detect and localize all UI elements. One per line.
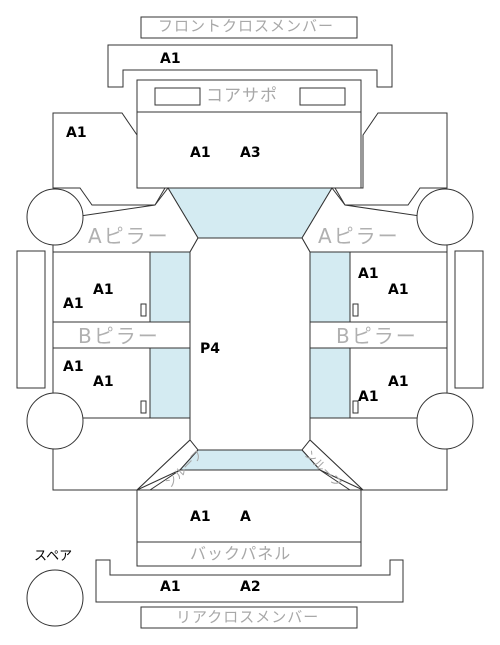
b-pillar-left-label: Bピラー <box>78 324 160 348</box>
back-panel-part <box>136 541 362 567</box>
grade-rear-door-left-1: A1 <box>63 359 84 375</box>
grade-front-door-right-1: A1 <box>358 266 379 282</box>
rear-cross-member-box <box>140 606 358 629</box>
grade-front-fender-left: A1 <box>66 125 87 141</box>
core-support-slot-right <box>299 87 346 106</box>
rear-cross-member-label: リアクロスメンバー <box>176 608 320 626</box>
grade-trunk-2: A <box>240 509 251 525</box>
front-fender-right <box>334 112 448 206</box>
grade-front-member: A1 <box>160 51 181 67</box>
quarter-panel-left <box>135 439 199 491</box>
grade-front-door-left-2: A1 <box>63 296 84 312</box>
grade-rear-member-2: A2 <box>240 579 261 595</box>
b-pillar-right-label: Bピラー <box>336 324 418 348</box>
side-sill-right <box>454 250 484 389</box>
core-support-part <box>136 79 362 113</box>
rear-cross-member-part <box>95 559 404 603</box>
tire-front-left <box>26 188 84 246</box>
front-cross-member-part <box>107 44 393 88</box>
back-panel-label: バックパネル <box>190 544 292 563</box>
rear-window-right <box>309 347 351 419</box>
hood-part <box>136 111 362 189</box>
core-support-label: コアサポ <box>206 86 278 106</box>
grade-front-door-right-2: A1 <box>388 282 409 298</box>
front-window-right <box>309 251 351 323</box>
grade-rear-door-right-2: A1 <box>358 389 379 405</box>
grade-hood-2: A3 <box>240 145 261 161</box>
a-pillar-right-label: Aピラー <box>318 224 400 248</box>
grade-rear-door-right-1: A1 <box>388 374 409 390</box>
side-sill-left <box>16 250 46 389</box>
quarter-panel-right <box>301 439 365 491</box>
handle-front-right <box>352 303 359 317</box>
front-cross-member-box <box>140 16 358 39</box>
grade-roof: P4 <box>200 341 221 357</box>
rear-window-left <box>149 347 191 419</box>
spare-tire <box>26 569 84 627</box>
core-support-slot-left <box>154 87 201 106</box>
tire-rear-left <box>26 392 84 450</box>
grade-trunk-1: A1 <box>190 509 211 525</box>
handle-rear-right <box>352 400 359 414</box>
grade-hood-1: A1 <box>190 145 211 161</box>
handle-front-left <box>140 303 147 317</box>
a-pillar-left-label: Aピラー <box>88 224 170 248</box>
grade-front-door-left-1: A1 <box>93 282 114 298</box>
grade-rear-door-left-2: A1 <box>93 374 114 390</box>
spare-label: スペア <box>34 549 73 564</box>
grade-rear-member-1: A1 <box>160 579 181 595</box>
front-cross-member-label: フロントクロスメンバー <box>158 17 335 35</box>
front-window-left <box>149 251 191 323</box>
tire-rear-right <box>416 392 474 450</box>
tire-front-right <box>416 188 474 246</box>
handle-rear-left <box>140 400 147 414</box>
trunk-part <box>136 489 362 543</box>
